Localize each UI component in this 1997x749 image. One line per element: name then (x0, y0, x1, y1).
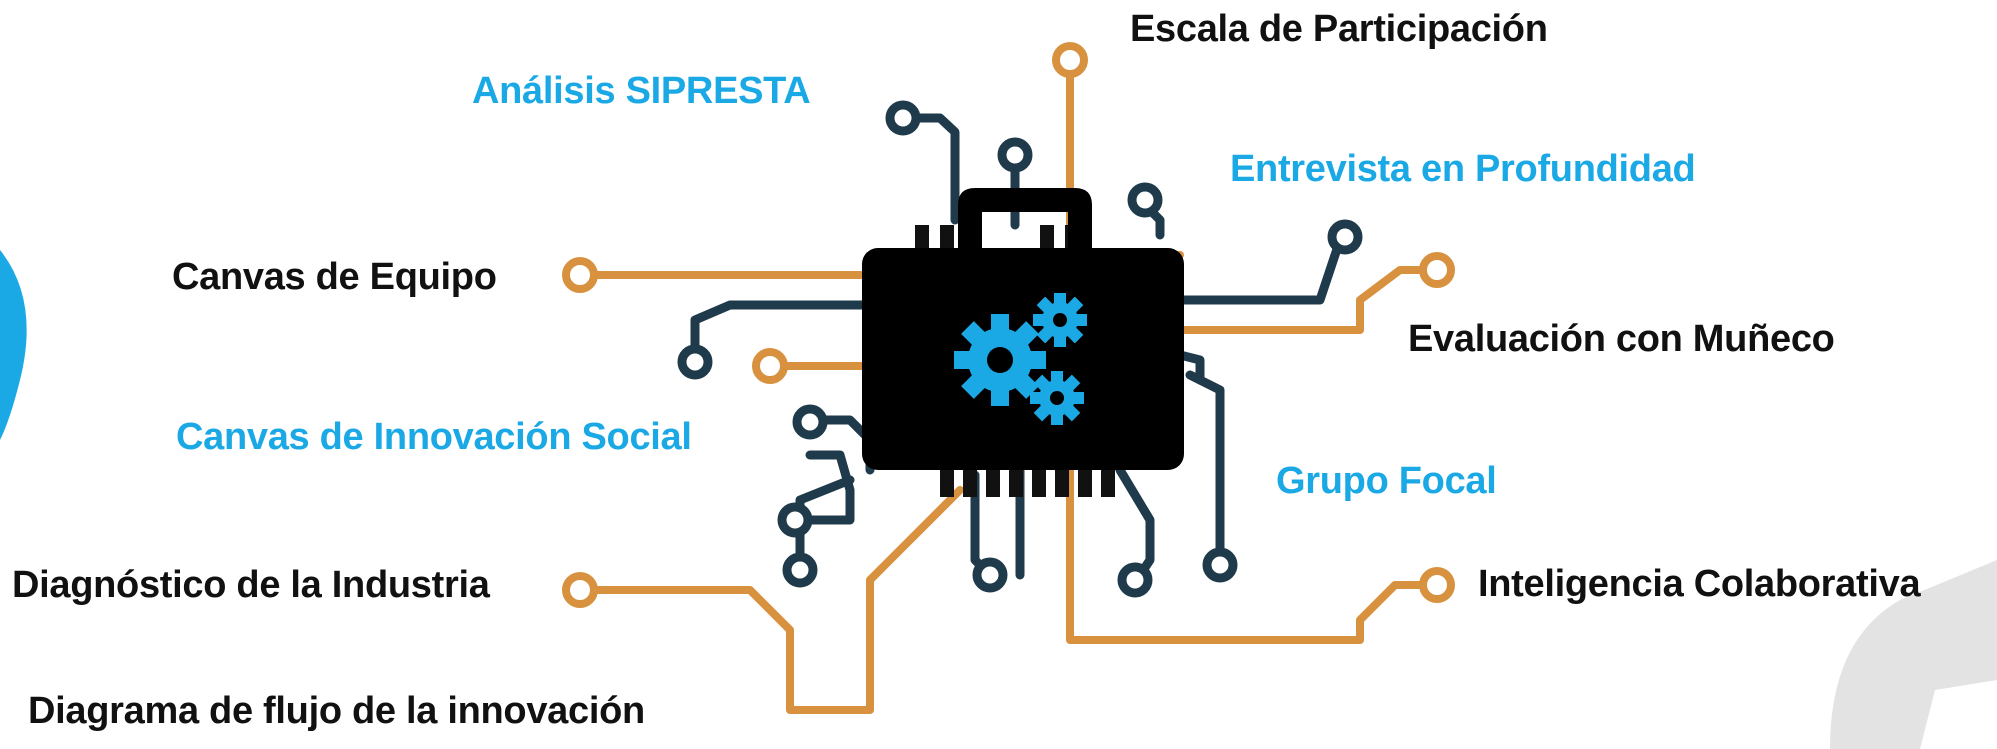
label-canvas-equipo: Canvas de Equipo (172, 256, 497, 298)
label-diagrama-flujo-innovacion: Diagrama de flujo de la innovación (28, 690, 645, 732)
dark-pad-icons (677, 100, 1363, 598)
label-analisis-sipresta: Análisis SIPRESTA (472, 70, 811, 112)
left-blue-disc (0, 250, 27, 440)
label-entrevista-profundidad: Entrevista en Profundidad (1230, 148, 1696, 190)
orange-pad-icons (562, 42, 1455, 608)
chip-pins (915, 225, 1115, 497)
label-inteligencia-colaborativa: Inteligencia Colaborativa (1478, 563, 1921, 605)
briefcase-gears-icon (862, 188, 1184, 470)
corner-white-notch (1920, 680, 1997, 749)
label-grupo-focal: Grupo Focal (1276, 460, 1497, 502)
briefcase-handle (958, 188, 1092, 250)
label-evaluacion-muneco: Evaluación con Muñeco (1408, 318, 1835, 360)
label-escala-participacion: Escala de Participación (1130, 8, 1548, 50)
label-canvas-innovacion-social: Canvas de Innovación Social (176, 416, 692, 458)
label-diagnostico-industria: Diagnóstico de la Industria (12, 564, 490, 606)
